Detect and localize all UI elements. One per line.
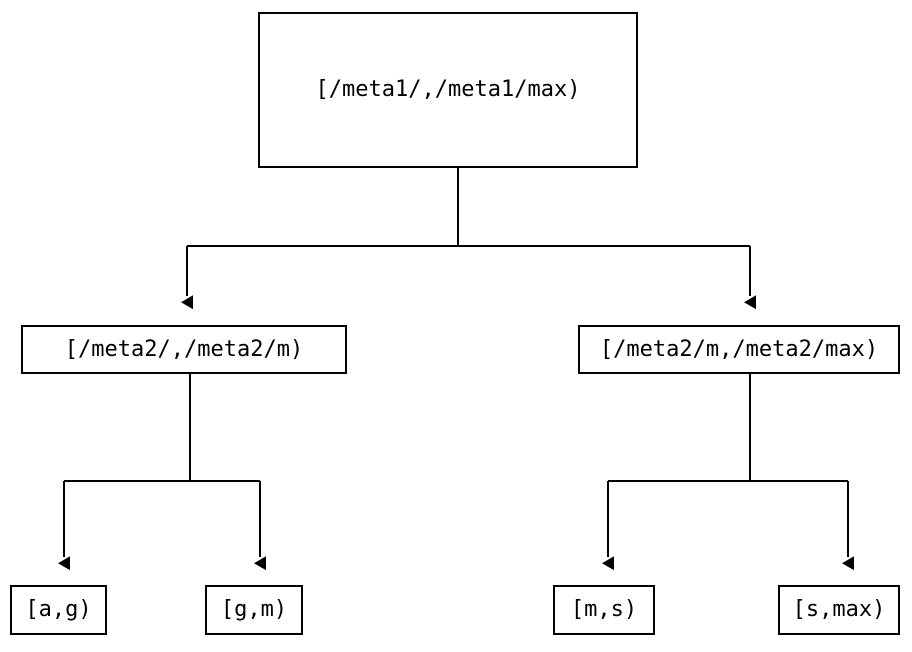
tree-node-mid-left[interactable]: [/meta2/,/meta2/m) bbox=[21, 325, 347, 374]
tree-node-mid-right-label: [/meta2/m,/meta2/max) bbox=[599, 336, 879, 362]
tree-node-root-label: [/meta1/,/meta1/max) bbox=[315, 77, 581, 102]
tree-node-mid-left-label: [/meta2/,/meta2/m) bbox=[64, 336, 304, 362]
tree-node-leaf-ms-label: [m,s) bbox=[570, 597, 638, 622]
tree-node-leaf-smax[interactable]: [s,max) bbox=[778, 585, 900, 635]
tree-node-mid-right[interactable]: [/meta2/m,/meta2/max) bbox=[578, 325, 900, 374]
tree-node-leaf-ag-label: [a,g) bbox=[25, 597, 92, 622]
tree-node-leaf-smax-label: [s,max) bbox=[792, 597, 886, 622]
tree-node-leaf-ag[interactable]: [a,g) bbox=[10, 585, 107, 635]
tree-node-leaf-gm[interactable]: [g,m) bbox=[205, 585, 303, 635]
tree-node-root[interactable]: [/meta1/,/meta1/max) bbox=[258, 12, 638, 168]
tree-node-leaf-ms[interactable]: [m,s) bbox=[553, 585, 655, 635]
tree-node-leaf-gm-label: [g,m) bbox=[220, 597, 288, 622]
